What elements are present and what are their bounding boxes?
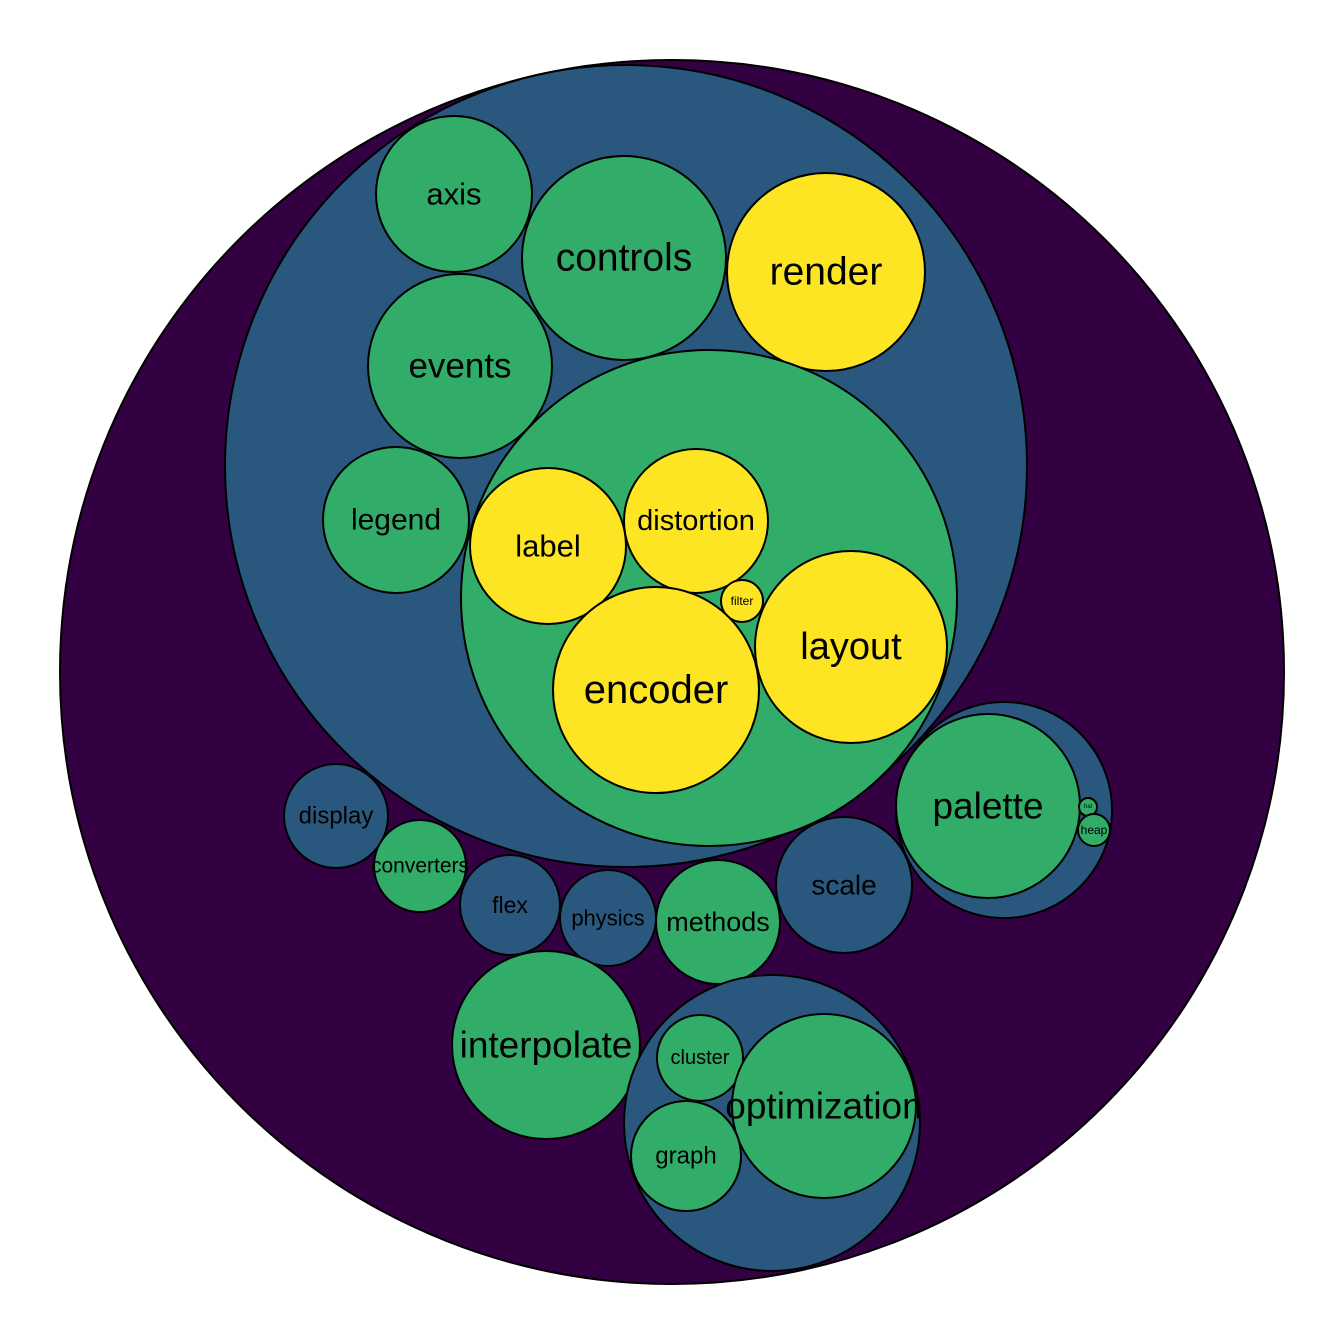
node-axis-label: axis <box>426 177 481 212</box>
node-cluster-circle <box>656 1014 744 1102</box>
node-interpolate-circle <box>451 950 641 1140</box>
node-layout-label: layout <box>800 626 902 668</box>
node-label-circle <box>469 467 627 625</box>
node-render-circle <box>726 172 926 372</box>
node-scale-circle <box>775 816 913 954</box>
node-heap-label: heap <box>1081 823 1108 837</box>
node-physics-label: physics <box>571 906 644 931</box>
node-encoder-circle <box>552 586 760 794</box>
node-converters-circle <box>373 819 467 913</box>
node-interpolate-label: interpolate <box>460 1025 633 1066</box>
node-render-label: render <box>770 251 883 294</box>
node-graph-circle <box>630 1100 742 1212</box>
node-cluster-label: cluster <box>671 1047 730 1069</box>
node-scale-label: scale <box>811 870 876 901</box>
node-methods-label: methods <box>666 907 770 937</box>
node-label-label: label <box>515 529 581 564</box>
node-palette-label: palette <box>932 786 1043 827</box>
node-flex-label: flex <box>492 892 528 918</box>
node-display-circle <box>283 763 389 869</box>
node-controls-circle <box>521 155 727 361</box>
node-legend-label: legend <box>351 504 441 537</box>
node-distortion-label: distortion <box>637 505 755 537</box>
node-distortion-circle <box>623 448 769 594</box>
node-converters-label: converters <box>371 855 469 878</box>
node-layout-circle <box>754 550 948 744</box>
node-controls-label: controls <box>556 237 693 280</box>
node-legend-circle <box>322 446 470 594</box>
node-events-circle <box>367 273 553 459</box>
node-display-label: display <box>299 803 374 830</box>
node-flex-circle <box>459 854 561 956</box>
node-optimization-circle <box>731 1013 917 1199</box>
node-events-label: events <box>408 347 511 386</box>
node-graph-label: graph <box>655 1143 716 1170</box>
node-optimization-label: optimization <box>725 1086 922 1127</box>
node-heap-circle <box>1077 813 1111 847</box>
node-methods-circle <box>655 859 781 985</box>
node-hal-label: hal <box>1084 804 1092 810</box>
node-encoder-label: encoder <box>584 668 729 712</box>
node-filter-label: filter <box>731 594 754 608</box>
node-axis-circle <box>375 115 533 273</box>
node-filter-circle <box>720 579 764 623</box>
